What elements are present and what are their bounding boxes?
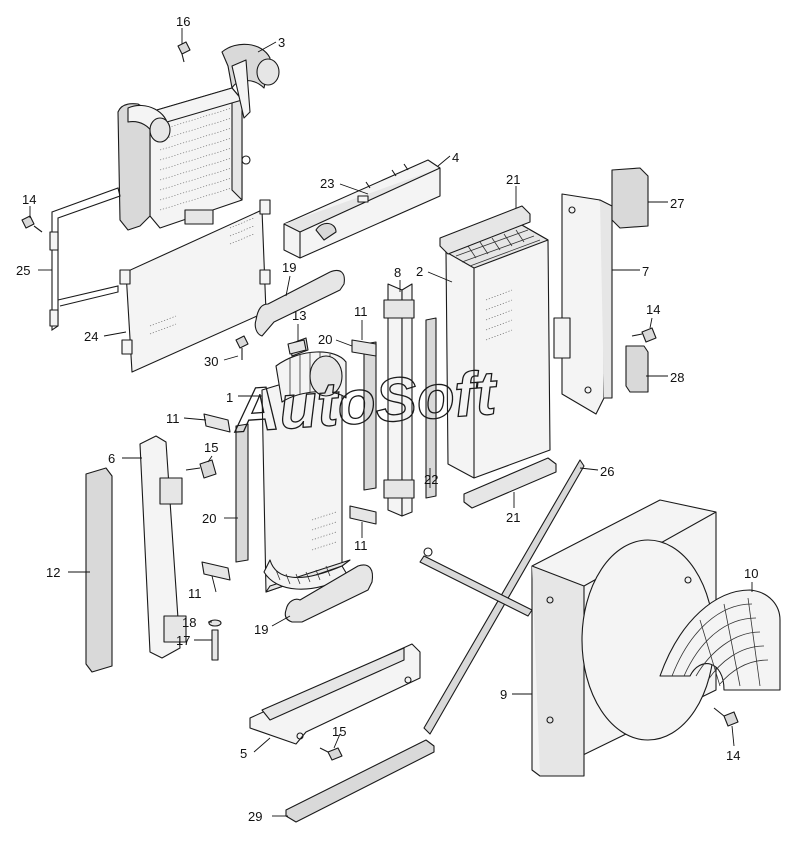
callout-16: 16 [176,14,190,29]
callout-29: 29 [248,809,262,824]
callout-13: 13 [292,308,306,323]
clip-part-11-b [349,505,377,525]
radiator-part-1 [261,337,351,593]
callout-21: 21 [506,172,520,187]
callout-6: 6 [108,451,115,466]
callout-11: 11 [166,411,180,426]
side-frame-part-25 [49,187,121,332]
fan-guard-part-10 [659,589,781,691]
callout-14: 14 [726,748,740,763]
callout-15: 15 [204,440,218,455]
strip-part-29 [285,739,435,823]
callout-17: 17 [176,633,190,648]
brace-part-26 [419,459,585,735]
callout-30: 30 [204,354,218,369]
shroud-panel-part-24 [119,199,271,373]
pad-part-27 [611,167,649,229]
callout-4: 4 [452,150,459,165]
fan-shroud-part-9 [531,499,717,777]
callout-1: 1 [226,390,233,405]
bolt-17 [211,629,219,661]
bolt-15-upper [185,459,217,479]
side-frame-part-7 [553,193,613,415]
callout-labels: 16 3 4 23 21 27 14 25 19 8 2 7 24 13 11 … [16,14,758,824]
callout-10: 10 [744,566,758,581]
callout-18: 18 [182,615,196,630]
seal-part-20-lower [235,423,249,563]
seal-part-20-upper [363,341,377,491]
leader-lines [29,28,753,817]
callout-15: 15 [332,724,346,739]
bolt-14-bottom [713,707,739,727]
callout-14: 14 [646,302,660,317]
bolt-30 [235,335,249,360]
callout-24: 24 [84,329,98,344]
callout-28: 28 [670,370,684,385]
callout-3: 3 [278,35,285,50]
callout-19: 19 [282,260,296,275]
callout-22: 22 [424,472,438,487]
callout-8: 8 [394,265,401,280]
callout-5: 5 [240,746,247,761]
callout-9: 9 [500,687,507,702]
bolt-16 [177,41,191,63]
top-bracket-part-4 [283,159,441,259]
radiator-core-part-2 [445,223,551,479]
gasket-part-13 [287,339,307,355]
callout-12: 12 [46,565,60,580]
seal-part-21-top [439,205,531,255]
callout-20: 20 [318,332,332,347]
callout-21: 21 [506,510,520,525]
clip-part-11-d [201,561,231,581]
clip-part-11-a [351,339,377,357]
callout-19: 19 [254,622,268,637]
callout-14: 14 [22,192,36,207]
bolt-15-lower [319,747,343,761]
callout-11: 11 [354,538,368,553]
handle-part-19-top [254,269,345,337]
callout-25: 25 [16,263,30,278]
pad-part-28 [625,345,649,393]
handle-part-19-bottom [284,564,374,623]
seal-part-12 [85,467,113,673]
callout-26: 26 [600,464,614,479]
callout-11: 11 [188,586,202,601]
seal-part-21-bottom [463,457,557,509]
side-bracket-part-8 [383,283,415,517]
seal-part-22 [425,317,437,499]
callout-23: 23 [320,176,334,191]
callout-7: 7 [642,264,649,279]
grommet-18 [208,619,222,627]
callout-27: 27 [670,196,684,211]
side-bracket-part-6 [139,435,187,659]
callout-20: 20 [202,511,216,526]
base-bracket-part-5 [249,643,421,745]
callout-2: 2 [416,264,423,279]
clip-part-11-c [203,413,231,433]
bolt-14-left [21,215,43,233]
callout-11: 11 [354,304,368,319]
bolt-14-right [631,327,657,343]
intercooler-part-3 [117,43,280,231]
